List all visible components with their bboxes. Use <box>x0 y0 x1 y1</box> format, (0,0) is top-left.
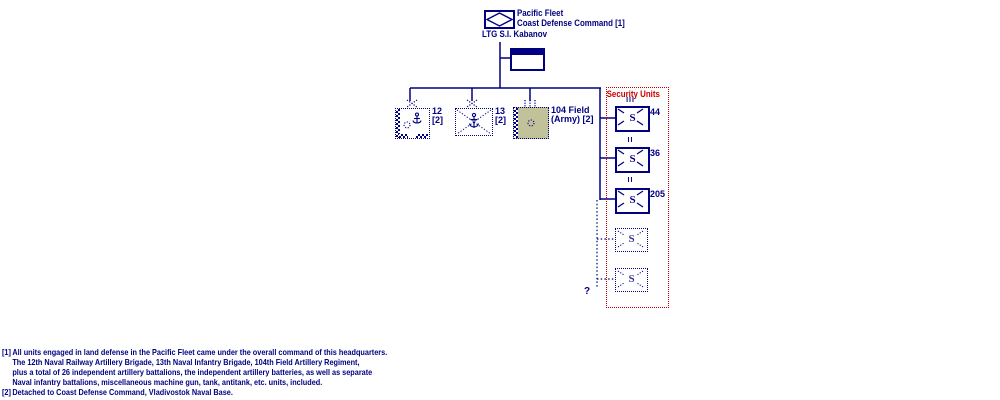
security-unit-box-36: S <box>615 147 650 173</box>
security-unit-label: 205 <box>650 189 666 199</box>
headquarters-bar-icon <box>512 50 543 55</box>
security-unit-label: 44 <box>650 107 661 117</box>
unit-size-label: II <box>627 137 634 144</box>
footnote-2-marker: [2] <box>2 387 11 397</box>
artillery-ball-icon <box>527 119 535 127</box>
root-title-line1: Pacific Fleet <box>517 8 564 18</box>
security-unit-box-44: S <box>615 106 650 132</box>
security-corner-ticks-icon <box>617 108 644 126</box>
unit-box-12-naval-railway-artillery <box>395 108 430 139</box>
unit-label-104: 104 Field (Army) [2] <box>551 105 594 124</box>
security-unit-box-205: S <box>615 188 650 214</box>
security-symbol: S <box>629 153 636 166</box>
railway-checker-icon <box>396 109 400 138</box>
unit-size-label: II <box>627 177 634 184</box>
footnote-1-line-4: Naval infantry battalions, miscellaneous… <box>12 377 323 387</box>
security-corner-ticks-icon <box>617 149 644 167</box>
footnote-1-marker: [1] <box>2 347 11 357</box>
unit-label-13: 13 [2] <box>495 106 506 125</box>
root-title-line2: Coast Defense Command [1] <box>517 17 625 28</box>
unit-box-13-naval-infantry <box>455 108 493 136</box>
security-corner-ticks-icon <box>617 230 644 248</box>
security-symbol: S <box>628 273 635 286</box>
unit-size-label: III <box>626 97 635 104</box>
artillery-ball-icon <box>403 121 411 129</box>
footnote-1-line-1: [1]All units engaged in land defense in … <box>2 347 388 357</box>
railway-checker-icon <box>416 134 428 138</box>
footnote-1-line-2: The 12th Naval Railway Artillery Brigade… <box>12 357 360 367</box>
security-symbol: S <box>628 233 635 246</box>
security-symbol: S <box>629 112 636 125</box>
regiment-size-iii-icon <box>524 100 536 107</box>
brigade-size-x-icon <box>466 99 478 108</box>
commander-name: LTG S.I. Kabanov <box>482 29 547 39</box>
unknown-units-marker: ? <box>584 286 591 297</box>
root-command-box <box>484 10 515 29</box>
security-units-frame <box>606 87 669 308</box>
footnote-1-line-3: plus a total of 26 independent artillery… <box>12 367 373 377</box>
attached-hatch-icon <box>514 108 518 138</box>
railway-checker-icon <box>399 134 408 138</box>
headquarters-box <box>510 48 545 71</box>
unit-box-104-field-artillery <box>513 107 549 139</box>
security-units-title: Security Units <box>606 89 660 99</box>
root-command-title: Pacific Fleet Coast Defense Command [1] <box>517 8 625 28</box>
brigade-size-x-icon <box>406 99 418 108</box>
anchor-icon <box>468 112 480 128</box>
security-unit-label: 36 <box>650 148 661 158</box>
security-symbol: S <box>629 194 636 207</box>
security-corner-ticks-icon <box>617 270 644 288</box>
security-unit-box-unnamed: S <box>615 228 648 252</box>
unit-label-12: 12 [2] <box>432 106 443 125</box>
security-unit-box-unnamed: S <box>615 268 648 292</box>
footnotes: [1]All units engaged in land defense in … <box>2 347 449 397</box>
infantry-x-icon <box>456 109 492 135</box>
command-diamond-icon <box>486 12 513 27</box>
security-corner-ticks-icon <box>617 190 644 208</box>
anchor-icon <box>412 112 422 124</box>
footnote-2-line-1: [2]Detached to Coast Defense Command, Vl… <box>2 387 233 397</box>
